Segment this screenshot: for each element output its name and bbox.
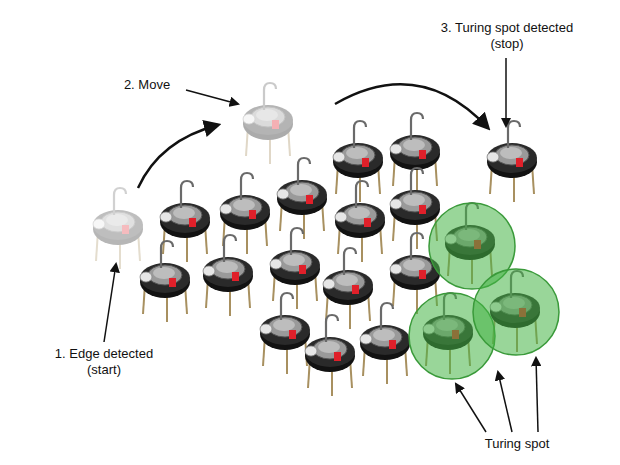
leader-arrow <box>186 90 238 104</box>
move-arrow <box>335 84 488 128</box>
leader-arrow <box>456 384 486 432</box>
callout-label: Turing spot <box>462 436 572 452</box>
leader-arrow <box>536 358 538 432</box>
kilobot-faded <box>243 83 293 164</box>
step-label: 3. Turing spot detected (stop) <box>426 20 588 52</box>
move-arrow <box>138 125 218 188</box>
kilobot-faded <box>93 188 143 269</box>
step-label: 2. Move <box>112 77 182 93</box>
leader-arrow <box>505 58 507 126</box>
kilobot-swarm <box>140 113 540 396</box>
turing-spot-circles <box>409 203 559 379</box>
leader-arrow <box>498 372 512 432</box>
step-label: 1. Edge detected (start) <box>48 346 160 378</box>
leader-arrow <box>104 264 116 342</box>
